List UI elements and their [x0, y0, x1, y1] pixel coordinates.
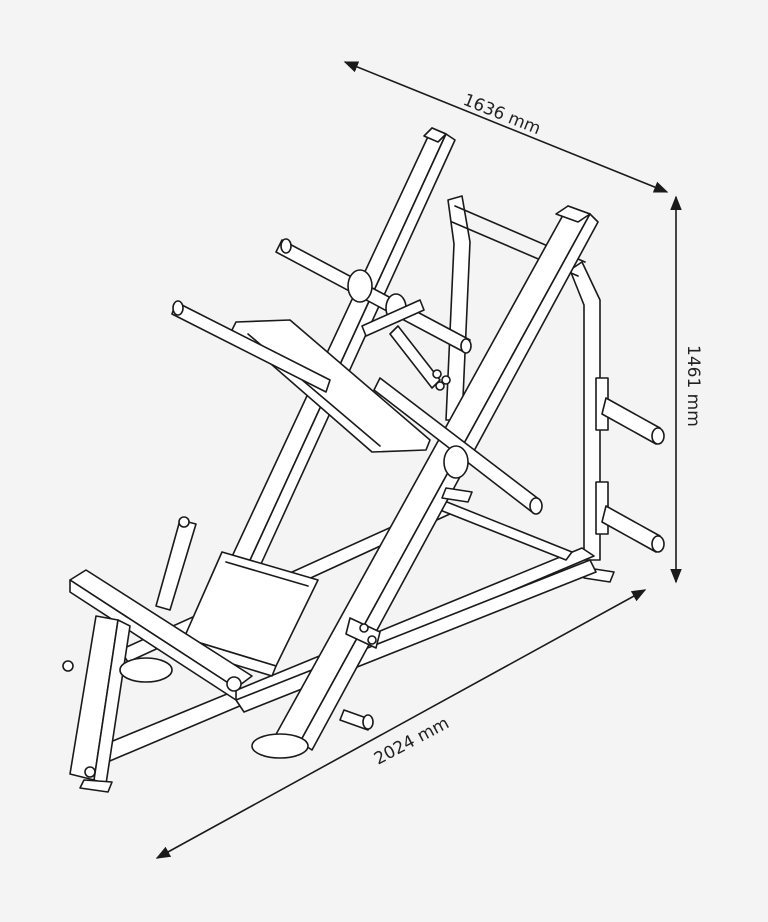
main-rails — [221, 127, 599, 751]
dimension-depth-label: 1636 mm — [460, 90, 543, 139]
dimension-depth-arrow — [343, 61, 669, 193]
sled — [171, 238, 543, 515]
rear-weight-horns — [601, 397, 665, 553]
dimension-length-label: 2024 mm — [371, 713, 453, 769]
dimension-depth: 1636 mm — [343, 61, 669, 193]
front-footplate — [62, 516, 309, 793]
hack-squat-machine — [62, 127, 665, 793]
dimension-height-label: 1461 mm — [683, 345, 703, 427]
dimension-height: 1461 mm — [670, 195, 703, 584]
pivot-bracket — [345, 487, 473, 649]
dimension-length-arrow — [155, 589, 647, 859]
